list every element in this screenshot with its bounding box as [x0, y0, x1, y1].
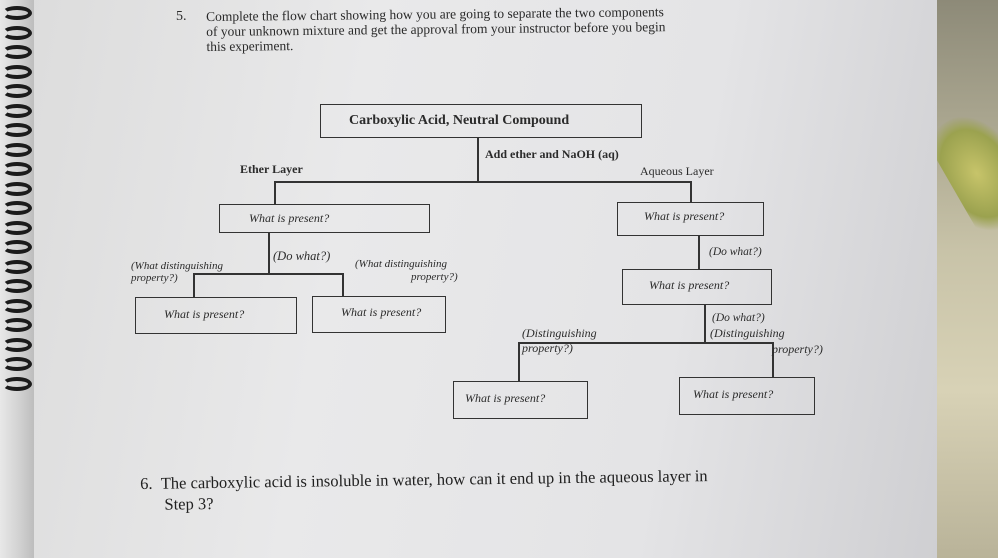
spiral-coil	[2, 298, 32, 313]
note-line: property?)	[772, 342, 823, 356]
spiral-coil	[2, 259, 32, 274]
spiral-coil	[2, 162, 32, 176]
aqueous-layer-label: Aqueous Layer	[640, 164, 714, 178]
spiral-coil	[2, 357, 32, 371]
right-present-label-2: What is present?	[649, 278, 730, 292]
note-line: (What distinguishing	[131, 260, 223, 272]
connector-line	[690, 181, 692, 203]
spiral-coil	[2, 123, 32, 137]
left-property-note-1: (What distinguishing property?)	[131, 260, 223, 284]
spiral-coil	[2, 279, 32, 293]
split-line	[193, 273, 343, 275]
spiral-coil	[2, 376, 32, 391]
right-bottom-box-2: What is present?	[679, 377, 815, 415]
step-label: Add ether and NaOH (aq)	[485, 147, 619, 161]
note-line: (Distinguishing	[522, 326, 597, 340]
left-bottom-label-2: What is present?	[341, 305, 422, 319]
spiral-coil	[2, 64, 32, 79]
split-line	[518, 342, 773, 344]
note-line: property?)	[131, 272, 178, 284]
question-5-number: 5.	[176, 9, 187, 24]
note-line: property?)	[411, 271, 458, 283]
spiral-coil	[2, 84, 32, 98]
connector-line	[772, 342, 774, 378]
spiral-coil	[2, 240, 32, 254]
worksheet-page	[22, 0, 937, 558]
question-6-number: 6.	[140, 473, 153, 493]
connector-line	[342, 273, 344, 297]
right-do-what: (Do what?)	[709, 246, 762, 258]
ether-layer-label: Ether Layer	[240, 162, 303, 176]
left-bottom-box-1: What is present?	[135, 297, 297, 334]
connector-line	[193, 273, 195, 297]
spiral-coil	[2, 6, 32, 20]
connector-line	[268, 233, 270, 273]
top-box-label: Carboxylic Acid, Neutral Compound	[349, 113, 570, 128]
connector-line	[274, 181, 276, 205]
question-6-text: 6. The carboxylic acid is insoluble in w…	[140, 465, 708, 515]
connector-line	[704, 305, 706, 342]
note-line: property?)	[522, 341, 573, 355]
note-line: (Distinguishing	[710, 326, 785, 340]
right-bottom-label-1: What is present?	[465, 391, 546, 405]
spiral-coil	[2, 318, 32, 332]
right-do-what-2: (Do what?)	[712, 312, 765, 324]
spiral-coil	[2, 103, 32, 118]
background-sheet	[935, 0, 998, 558]
connector-line	[518, 342, 520, 382]
spiral-coil	[2, 220, 32, 235]
left-bottom-box-2: What is present?	[312, 296, 446, 333]
left-present-box: What is present?	[219, 204, 430, 233]
spiral-coil	[2, 181, 32, 196]
left-property-note-2: (What distinguishing property?)	[355, 258, 458, 284]
right-present-box: What is present?	[617, 202, 764, 236]
question-5-text: Complete the flow chart showing how you …	[206, 4, 666, 54]
right-distinguishing-note-2: (Distinguishing property?)	[710, 325, 823, 357]
connector-line	[698, 236, 700, 270]
top-box: Carboxylic Acid, Neutral Compound	[320, 104, 642, 138]
spiral-binding	[0, 0, 34, 558]
left-present-label: What is present?	[249, 211, 330, 225]
spiral-coil	[2, 142, 32, 157]
right-distinguishing-note-1: (Distinguishing property?)	[522, 326, 597, 356]
spiral-coil	[2, 201, 32, 215]
spiral-coil	[2, 337, 32, 352]
left-do-what: (Do what?)	[273, 249, 331, 263]
right-present-box-2: What is present?	[622, 269, 772, 305]
spiral-coil	[2, 45, 32, 59]
right-bottom-box-1: What is present?	[453, 381, 588, 419]
spiral-coil	[2, 25, 32, 40]
connector-line	[477, 138, 479, 182]
left-bottom-label-1: What is present?	[164, 307, 245, 321]
right-bottom-label-2: What is present?	[693, 387, 774, 401]
note-line: (What distinguishing	[355, 258, 447, 270]
right-present-label: What is present?	[644, 209, 725, 223]
split-line	[274, 181, 690, 183]
